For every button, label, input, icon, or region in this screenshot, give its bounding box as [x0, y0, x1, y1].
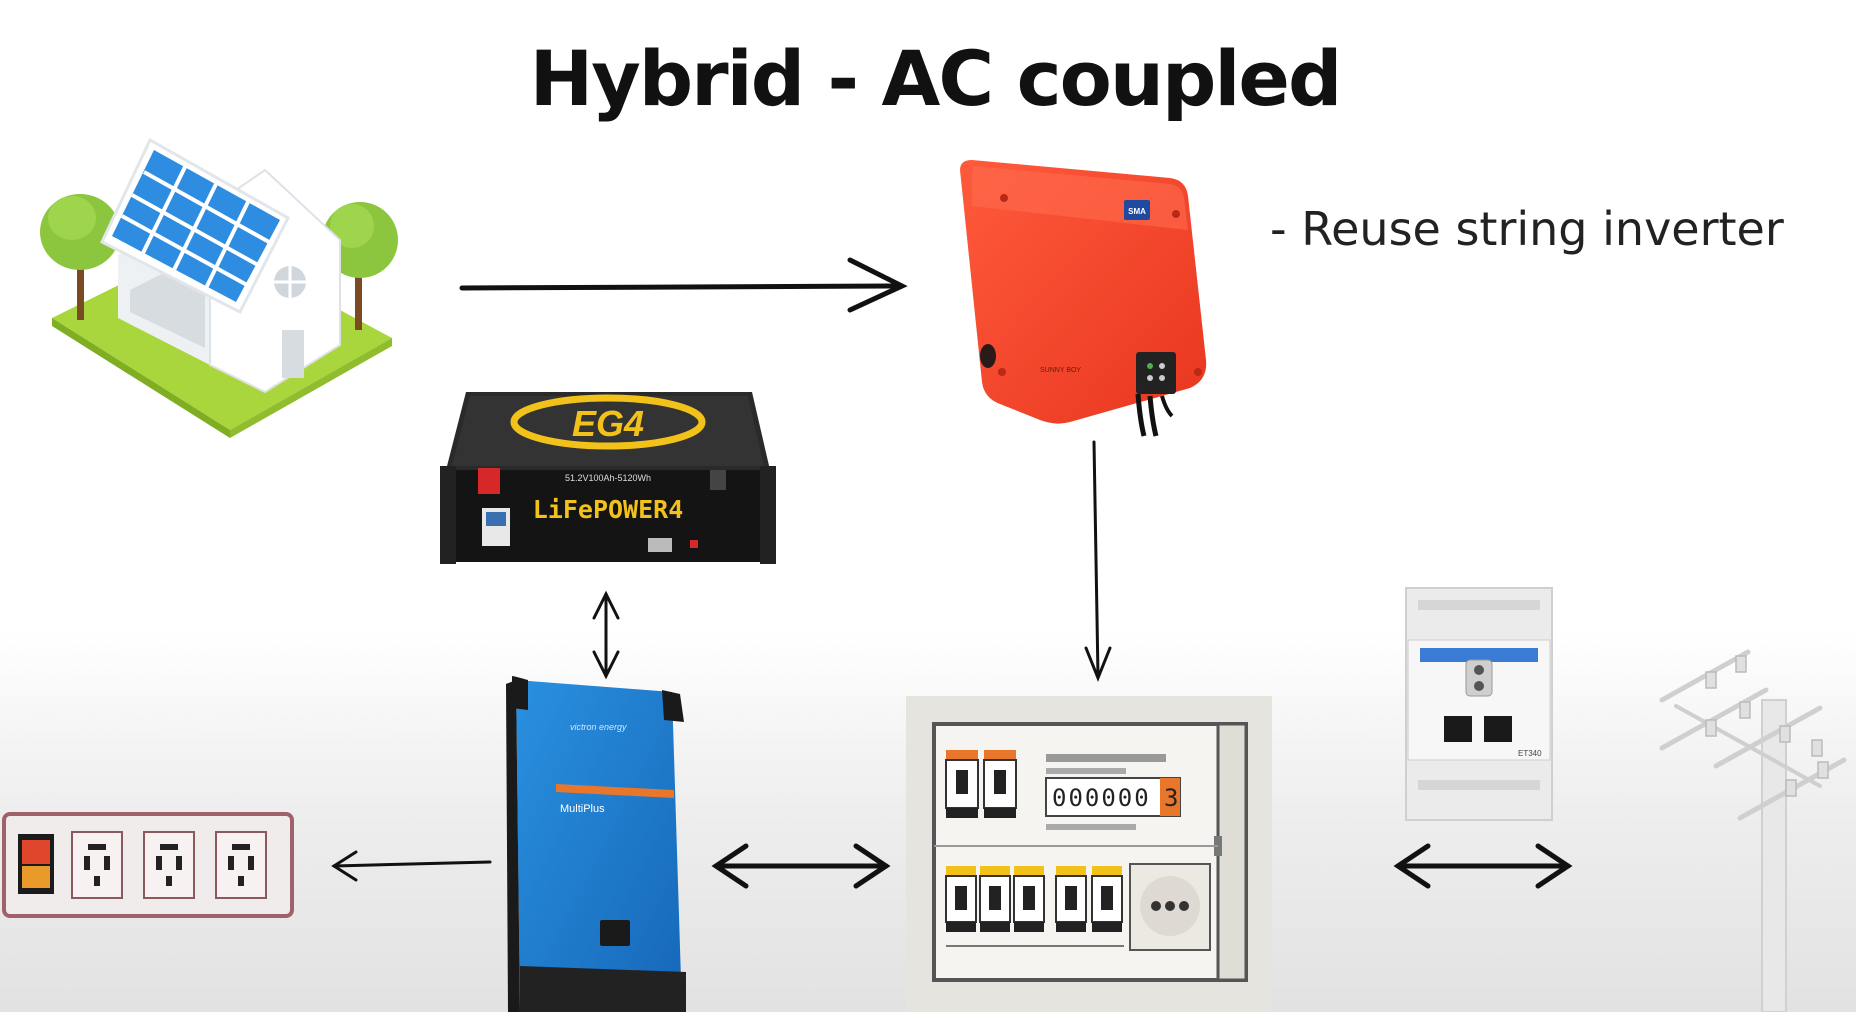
arrow-meter-grid-bidirectional [1393, 843, 1573, 889]
solar-house-icon [40, 137, 398, 438]
energy-meter-model-label: ET340 [1518, 749, 1542, 758]
inverter-charger: victron energy MultiPlus [506, 676, 686, 1012]
note-reuse-string-inverter: - Reuse string inverter [1270, 202, 1784, 256]
arrow-charger-panel-bidirectional [711, 843, 891, 889]
arrow-charger-to-outlets [331, 850, 492, 882]
utility-pole-icon [1659, 649, 1847, 1012]
arrow-house-to-inverter [459, 257, 908, 313]
inverter-brand-label: SMA [1128, 207, 1146, 216]
inverter-model-label: SUNNY BOY [1040, 367, 1081, 374]
charger-model-label: MultiPlus [560, 803, 605, 815]
distribution-panel: 000000 3 [906, 696, 1272, 1012]
battery-module: EG4 51.2V100Ah-5120Wh LiFePOWER4 [440, 392, 776, 564]
battery-brand-label: EG4 [572, 403, 644, 444]
arrow-inverter-to-panel [1084, 440, 1112, 683]
meter-reading: 000000 [1052, 784, 1151, 812]
charger-brand-label: victron energy [570, 722, 627, 732]
outlet-socket-icon [215, 831, 267, 899]
outlet-socket-icon [143, 831, 195, 899]
string-inverter: SMA SUNNY BOY [960, 160, 1207, 437]
page-title: Hybrid - AC coupled [529, 34, 1343, 123]
meter-reading-last-digit: 3 [1164, 784, 1178, 812]
outlet-strip [2, 812, 294, 918]
battery-model-label: LiFePOWER4 [533, 495, 684, 524]
energy-meter: ET340 [1405, 587, 1553, 821]
arrow-battery-charger-bidirectional [592, 590, 620, 680]
outlet-socket-icon [71, 831, 123, 899]
battery-spec-label: 51.2V100Ah-5120Wh [565, 473, 651, 483]
